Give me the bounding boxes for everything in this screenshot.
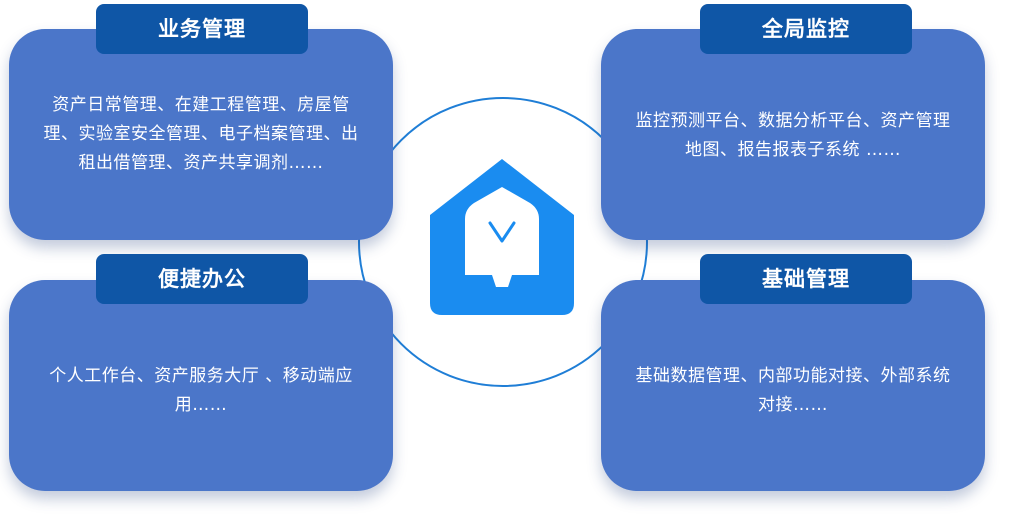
convenient-office-card: 个人工作台、资产服务大厅 、移动端应用…… — [9, 280, 393, 491]
house-v-icon — [430, 159, 574, 315]
convenient-office-title: 便捷办公 — [96, 254, 308, 304]
business-management-description: 资产日常管理、在建工程管理、房屋管理、实验室安全管理、电子档案管理、出租出借管理… — [43, 95, 359, 173]
business-management-card: 资产日常管理、在建工程管理、房屋管理、实验室安全管理、电子档案管理、出租出借管理… — [9, 29, 393, 240]
global-monitoring-title: 全局监控 — [700, 4, 912, 54]
global-monitoring-card: 监控预测平台、数据分析平台、资产管理地图、报告报表子系统 …… — [601, 29, 985, 240]
foundation-management-description: 基础数据管理、内部功能对接、外部系统对接…… — [635, 366, 951, 415]
foundation-management-title: 基础管理 — [700, 254, 912, 304]
convenient-office-description: 个人工作台、资产服务大厅 、移动端应用…… — [49, 366, 353, 415]
business-management-title: 业务管理 — [96, 4, 308, 54]
global-monitoring-description: 监控预测平台、数据分析平台、资产管理地图、报告报表子系统 …… — [635, 111, 951, 160]
foundation-management-card: 基础数据管理、内部功能对接、外部系统对接…… — [601, 280, 985, 491]
